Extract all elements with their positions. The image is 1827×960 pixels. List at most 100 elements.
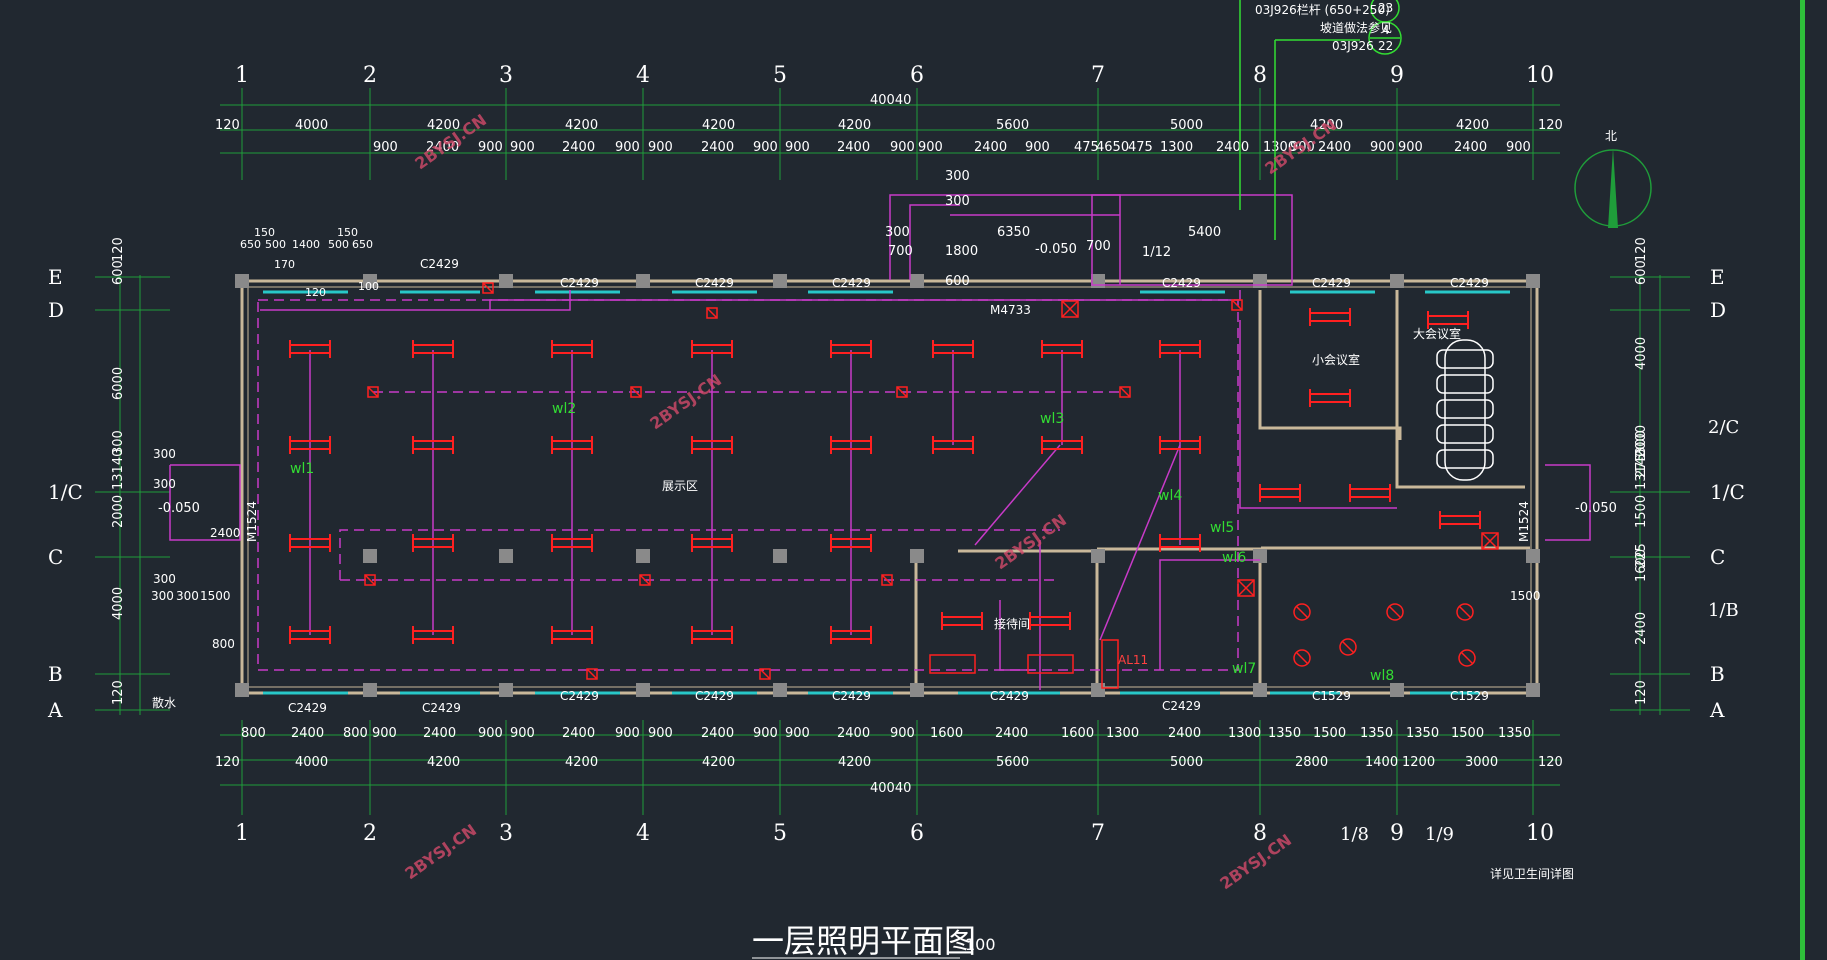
axis-bubble-left: E [48, 265, 63, 289]
column [499, 274, 513, 288]
entrance-dimension: 1400 [292, 238, 320, 251]
column [1091, 549, 1105, 563]
bottom-sub-dimension: 900 [615, 726, 640, 741]
column [1390, 683, 1404, 697]
junction-box [1119, 386, 1131, 398]
side-entry-dimension: 300 [153, 572, 176, 586]
top-bay-dimension: 4200 [565, 118, 598, 133]
circuit-wl7: wl7 [1232, 661, 1256, 677]
entrance-dimension: 170 [274, 258, 295, 271]
window-tag: C2429 [832, 276, 871, 290]
bottom-sub-dimension: 900 [510, 726, 535, 741]
top-sub-dimension: 900 [1290, 140, 1315, 155]
bottom-sub-dimension: 2400 [995, 726, 1028, 741]
watermark-text: 2BYSJ.CN [401, 820, 480, 883]
bottom-bay-dimension: 120 [215, 755, 240, 770]
cabinet [929, 654, 976, 674]
junction-box [759, 668, 771, 680]
top-sub-dimension: 900 [1506, 140, 1531, 155]
drawing-scale: 100 [965, 935, 996, 954]
junction-box [896, 386, 908, 398]
window-tag: C2429 [1162, 276, 1201, 290]
axis-bubble-top: 2 [363, 63, 377, 88]
wiring [169, 194, 1591, 690]
toilet-light [1295, 605, 1309, 619]
bottom-sub-dimension: 2400 [1168, 726, 1201, 741]
stair-dimension: 1800 [945, 244, 978, 259]
elev-right: -0.050 [1575, 501, 1617, 516]
column [1390, 274, 1404, 288]
junction-box [630, 386, 642, 398]
axis-bubble-right: E [1710, 265, 1725, 289]
junction-box [706, 307, 718, 319]
bottom-sub-dimension: 1300 [1228, 726, 1261, 741]
axis-bubble-right: D [1710, 298, 1726, 322]
junction-box [586, 668, 598, 680]
junction-box [364, 574, 376, 586]
axis-bubble-right: A [1709, 698, 1725, 722]
right-dimension: 600 [1634, 260, 1649, 285]
stair-dimension: 1/12 [1142, 245, 1171, 260]
axis-bubble-top: 6 [910, 63, 924, 88]
column [499, 549, 513, 563]
cabinet [1027, 654, 1074, 674]
column [1091, 683, 1105, 697]
axis-bubble-top: 7 [1091, 63, 1105, 88]
axis-bubble-bottom: 6 [910, 821, 924, 846]
axis-bubble-left: D [48, 298, 64, 322]
top-bay-dimension: 4200 [702, 118, 735, 133]
bottom-sub-dimension: 1500 [1451, 726, 1484, 741]
dimension-lines [119, 104, 1661, 786]
top-sub-dimension: 2400 [974, 140, 1007, 155]
top-bay-dimension: 4200 [1456, 118, 1489, 133]
toilet-light [1293, 649, 1311, 667]
bottom-sub-dimension: 1350 [1268, 726, 1301, 741]
axis-bubble-bottom: 1 [235, 821, 249, 846]
top-bay-dimension: 4200 [427, 118, 460, 133]
axis-bubble-extra: 1/8 [1340, 824, 1369, 845]
column [235, 683, 249, 697]
circuit-wl5: wl5 [1210, 520, 1234, 536]
axis-bubble-bottom: 9 [1390, 821, 1404, 846]
toilet-light [1295, 651, 1309, 665]
note-22: 22 [1378, 39, 1393, 53]
top-bay-dimension: 4200 [1310, 118, 1343, 133]
meeting-table [1436, 339, 1494, 481]
column [363, 549, 377, 563]
entrance-dimension: 500 [265, 238, 286, 251]
top-bay-dimension: 4200 [838, 118, 871, 133]
side-entry-dimension: 300 [153, 477, 176, 491]
column [1253, 274, 1267, 288]
axis-bubble-top: 8 [1253, 63, 1267, 88]
junction-box [639, 574, 651, 586]
junction-box [759, 668, 771, 680]
top-sub-dimension: 475 [1128, 140, 1153, 155]
toilet-light [1386, 603, 1404, 621]
junction-box [881, 574, 893, 586]
axis-bubble-extra: 1/9 [1425, 824, 1454, 845]
stair-dimension: 5400 [1188, 225, 1221, 240]
top-sub-dimension: 900 [373, 140, 398, 155]
window-tag: C2429 [420, 257, 459, 271]
bottom-bay-dimension: 5000 [1170, 755, 1203, 770]
axis-bubble-right: C [1710, 545, 1725, 569]
axis-bubble-bottom: 2 [363, 821, 377, 846]
elevations: -0.050 -0.050 -0.050 [158, 242, 1617, 516]
junction-box [367, 386, 379, 398]
left-dimension: 600 [111, 260, 126, 285]
junction-box [1231, 299, 1243, 311]
top-sub-dimension: 2400 [426, 140, 459, 155]
column [910, 683, 924, 697]
right-dimension: 225 [1634, 543, 1649, 568]
top-sub-dimension: 900 [1025, 140, 1050, 155]
axis-bubble-top: 4 [636, 63, 650, 88]
window-tag: C2429 [695, 276, 734, 290]
window-tag: C1529 [1312, 689, 1351, 703]
entrance-dimension: 120 [305, 286, 326, 299]
stair-dimension: 300 [945, 194, 970, 209]
top-sub-dimension: 2400 [1216, 140, 1249, 155]
top-sub-dimension: 900 [753, 140, 778, 155]
callout-texts: 03J926栏杆 (650+250) 坡道做法参见 03J926 23 4 22 [1255, 1, 1393, 53]
room-exhibit: 展示区 [662, 479, 698, 493]
